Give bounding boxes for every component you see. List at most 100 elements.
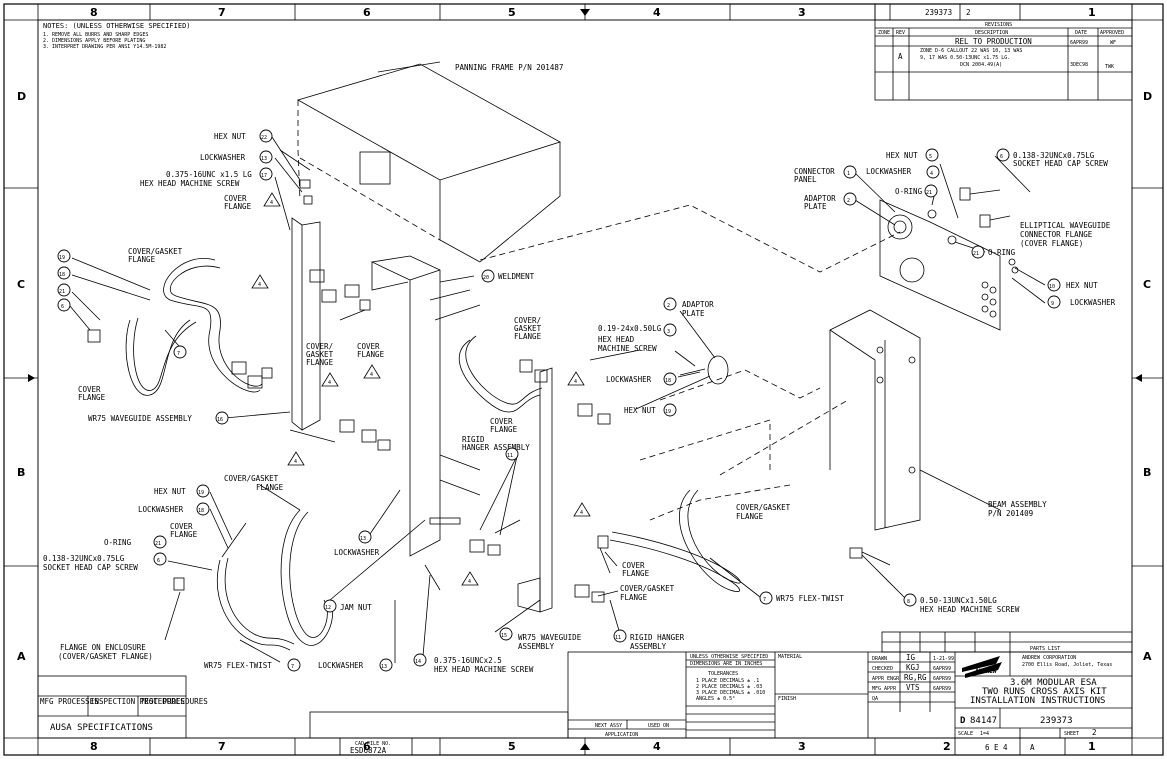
tol-title: TOLERANCES [708,671,738,677]
callout-cover-gasket-3: COVER/ [514,316,541,325]
callout-rigid-1: RIGID [462,435,485,444]
zone-col-5: 5 [508,6,516,19]
spec-mfg: MFG PROCESSES [40,697,99,706]
balloon-6b: 6 [1000,154,1003,160]
zone-row-c: C [17,278,25,291]
balloon-7b: 7 [763,597,766,603]
callout-screw-0138: 0.138-32UNCx0.75LG [1013,151,1095,160]
top-dwg-no: 239373 [925,8,952,17]
tol-l4: ANGLES ± 0.5° [696,696,735,702]
tol-l3: 3 PLACE DECIMALS ± .010 [696,690,765,696]
balloon-21c: 21 [973,251,979,257]
callout-screw-0375: 0.375-16UNC x1.5 LG [166,170,252,179]
callout-wr75-wg-assy: WR75 WAVEGUIDE ASSEMBLY [88,414,192,423]
bottom-rev: A [1030,743,1035,752]
checked-date: 6APR99 [933,666,951,672]
callout-lockwasher-13c: LOCKWASHER [318,661,364,670]
callout-beam-2: P/N 201409 [988,509,1033,518]
callout-oring-3: O-RING [104,538,132,547]
zone-row-b: B [17,466,25,479]
balloon-13b: 13 [360,536,366,542]
callout-hex-nut-22: HEX NUT [214,132,246,141]
callout-screw-019: 0.19-24x0.50LG [598,324,662,333]
dwg-no-value: 239373 [1040,716,1073,726]
callout-cover-2: COVER [78,385,101,394]
callout-lockwasher-4: LOCKWASHER [866,167,912,176]
date-header: DATE [1075,30,1087,36]
callout-flange-9: FLANGE [622,569,650,578]
balloon-18a: 18 [59,272,65,278]
tri-3: 4 [328,380,331,386]
callout-elliptical-3: (COVER FLANGE) [1020,239,1083,248]
zone-col-8: 8 [90,6,98,19]
zone-row-c-r: C [1143,278,1151,291]
mfg-label: MFG APPR [872,686,897,692]
spec-box: MFG PROCESSES INSPECTION PROCEDURES TEST… [37,675,208,739]
desc-header: DESCRIPTION [975,30,1008,36]
callout-cover-gasket-6: COVER/GASKET [224,474,279,483]
zone-col-2b: 2 [943,740,951,753]
balloon-4: 4 [930,171,933,177]
tri-4: 4 [370,372,373,378]
rev-header: REV [896,30,905,36]
zone-col-6: 6 [363,6,371,19]
balloon-19a: 19 [59,255,65,261]
note-2: 2. DIMENSIONS APPLY BEFORE PLATING [43,38,145,44]
callout-weldment: WELDMENT [498,272,535,281]
zone-row-b-r: B [1143,466,1151,479]
zone-labels: 8 7 6 5 4 3 1 8 7 6 5 4 3 2 1 D C B A D … [17,6,1152,753]
cad-file-label: CAD FILE NO. [355,741,391,747]
callout-hex-head-screw-17: HEX HEAD MACHINE SCREW [140,179,240,188]
callout-elliptical-2: CONNECTOR FLANGE [1020,230,1093,239]
part-sheets: 6 E 4 [985,743,1008,752]
tri-2: 4 [258,282,261,288]
balloon-2a: 2 [667,303,670,309]
callout-hex-nut-5: HEX NUT [886,151,918,160]
scale-value: 1=4 [980,731,989,737]
balloon-15: 15 [501,633,507,639]
callout-wr75-flex-twist-1: WR75 FLEX-TWIST [776,594,844,603]
callout-oring-1: O-RING [895,187,923,196]
callout-hex-nut-19c: HEX NUT [154,487,186,496]
balloon-2b: 2 [847,198,850,204]
connector-panel [879,187,1019,331]
mfg-by: VTS [906,683,920,692]
rev-row1-desc: REL TO PRODUCTION [955,37,1032,46]
used-on-label: USED ON [648,723,669,729]
rev-row2-desc3: DCN 2004.49(A) [960,62,1002,68]
callout-gasket-2: GASKET [306,350,334,359]
callout-cover-3: COVER [357,342,380,351]
title-line3: INSTALLATION INSTRUCTIONS [970,696,1105,706]
zone-col-3b: 3 [798,740,806,753]
callout-cover-1: COVER [224,194,247,203]
callout-flange-7: FLANGE [490,425,518,434]
outer-border [3,3,1164,756]
callout-flange-6: FLANGE [514,332,542,341]
checked-label: CHECKED [872,666,893,672]
zone-row-d-r: D [1143,90,1152,103]
balloon-17: 17 [261,173,267,179]
flex-twist-left [125,258,263,396]
top-sheet: 2 [966,8,971,17]
balloon-21b: 21 [926,190,932,196]
callout-beam-1: BEAM ASSEMBLY [988,500,1047,509]
rev-row2-desc2: 9, 17 WAS 0.50-13UNC x1.75 LG. [920,55,1010,61]
callout-oring-2: O-RING [988,248,1016,257]
next-assy-label: NEXT ASSY [595,723,622,729]
tri-5: 4 [574,379,577,385]
zone-col-7: 7 [218,6,226,19]
callout-plate-2: PLATE [804,202,827,211]
rev-row2-desc1: ZONE D-6 CALLOUT 22 WAS 10, 13 WAS [920,48,1022,54]
balloon-20: 20 [483,275,489,281]
zone-col-8b: 8 [90,740,98,753]
callout-flange-12: FLANGE [170,530,198,539]
sheet-value: 2 [1092,728,1097,737]
callout-plate: PLATE [682,309,705,318]
zone-col-7b: 7 [218,740,226,753]
callout-machine-screw-14: HEX HEAD MACHINE SCREW [434,665,534,674]
spec-insp: INSPECTION PROCEDURES [90,697,185,706]
zone-col-4: 4 [653,6,661,19]
eng-by: RG,RG [904,673,927,682]
callout-lockwasher-9: LOCKWASHER [1070,298,1116,307]
